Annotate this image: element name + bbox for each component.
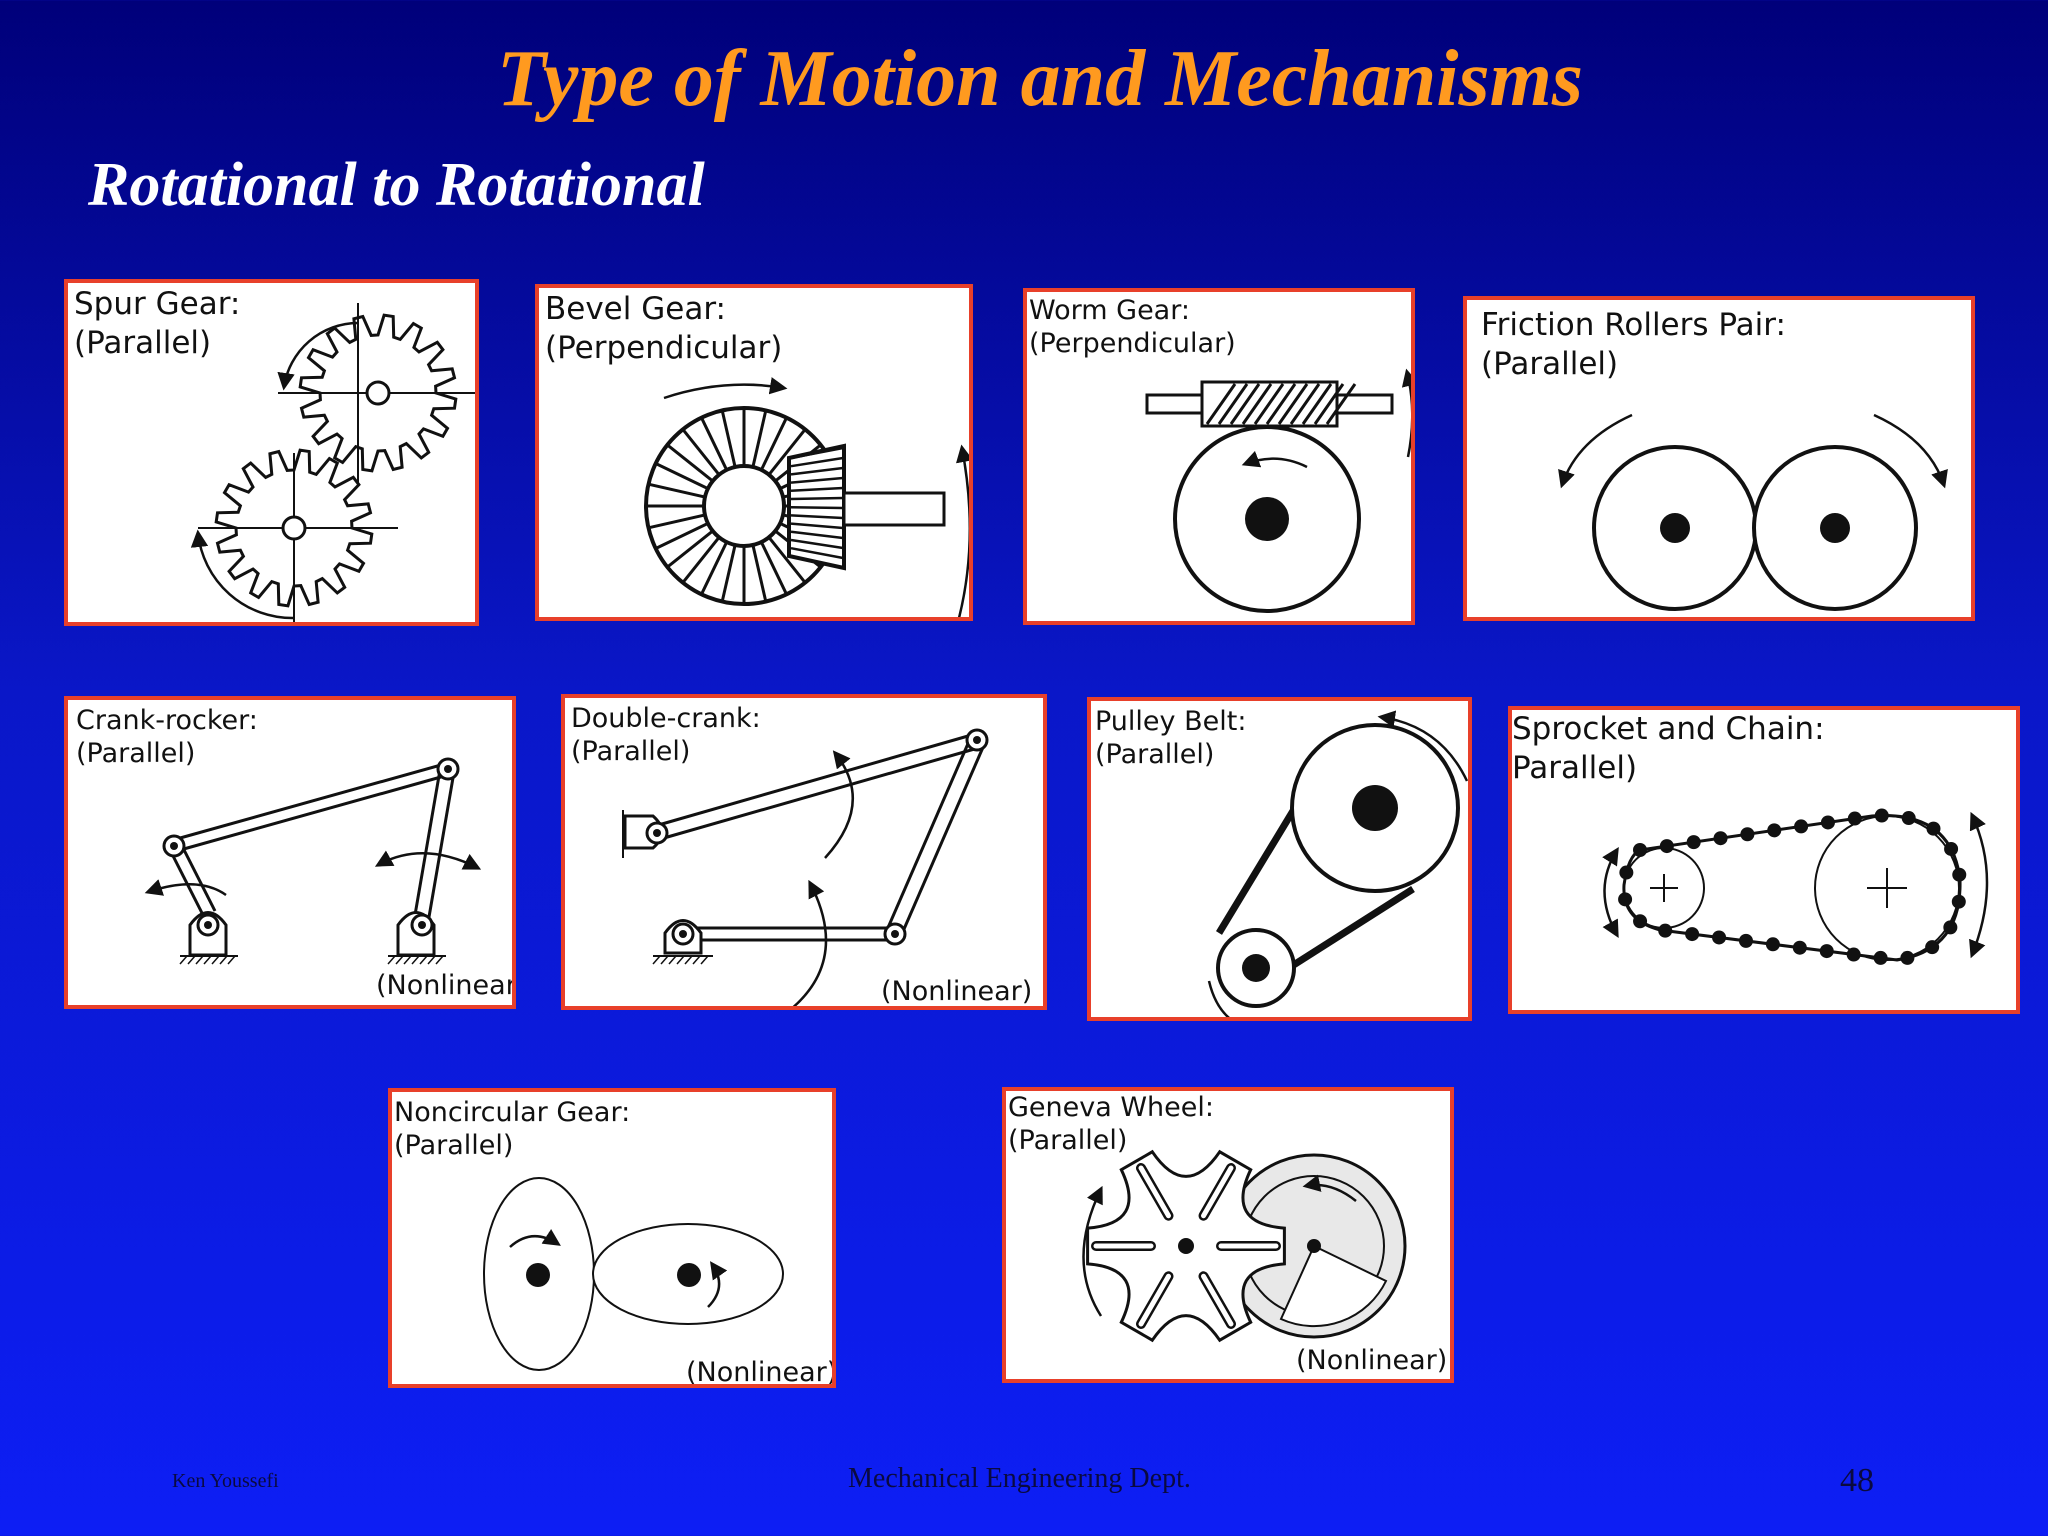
geneva-wheel-note: (Nonlinear) bbox=[1296, 1345, 1448, 1376]
crank-rocker-note: (Nonlinear bbox=[376, 970, 516, 1001]
crank-rocker-diagram bbox=[144, 757, 482, 965]
noncircular-gear-label: Noncircular Gear: (Parallel) bbox=[394, 1096, 630, 1162]
bevel-gear-panel: Bevel Gear: (Perpendicular) bbox=[535, 284, 973, 621]
double-crank-label: Double-crank: (Parallel) bbox=[571, 702, 761, 768]
pulley-belt-label: Pulley Belt: (Parallel) bbox=[1095, 705, 1246, 771]
noncircular-gear-type: (Parallel) bbox=[394, 1130, 514, 1161]
footer-department: Mechanical Engineering Dept. bbox=[848, 1463, 1191, 1494]
pulley-belt-name: Pulley Belt: bbox=[1095, 706, 1247, 737]
crank-rocker-name: Crank-rocker: bbox=[76, 705, 258, 736]
double-crank-type: (Parallel) bbox=[571, 736, 691, 767]
spur-gear-panel: Spur Gear: (Parallel) bbox=[64, 279, 479, 626]
spur-gear-name: Spur Gear: bbox=[74, 286, 241, 322]
bevel-gear-type: (Perpendicular) bbox=[545, 330, 783, 366]
double-crank-note: (Nonlinear) bbox=[881, 976, 1033, 1007]
crank-rocker-label: Crank-rocker: (Parallel) bbox=[76, 704, 258, 770]
sprocket-chain-type: Parallel) bbox=[1512, 750, 1638, 786]
friction-rollers-label: Friction Rollers Pair: (Parallel) bbox=[1481, 306, 1786, 384]
page-number: 48 bbox=[1840, 1462, 1874, 1499]
spur-gear-diagram bbox=[190, 303, 475, 622]
crank-rocker-type: (Parallel) bbox=[76, 738, 196, 769]
crank-rocker-panel: Crank-rocker: (Parallel) (Nonlinear bbox=[64, 696, 516, 1009]
slide-title: Type of Motion and Mechanisms bbox=[497, 35, 1583, 123]
worm-gear-name: Worm Gear: bbox=[1029, 295, 1190, 326]
pulley-belt-type: (Parallel) bbox=[1095, 739, 1215, 770]
noncircular-gear-name: Noncircular Gear: bbox=[394, 1097, 631, 1128]
worm-gear-diagram bbox=[1145, 368, 1411, 613]
friction-rollers-type: (Parallel) bbox=[1481, 346, 1619, 382]
worm-gear-label: Worm Gear: (Perpendicular) bbox=[1029, 294, 1236, 360]
noncircular-gear-diagram bbox=[483, 1177, 784, 1371]
geneva-wheel-panel: Geneva Wheel: (Parallel) (Nonlinear) bbox=[1002, 1087, 1454, 1383]
spur-gear-type: (Parallel) bbox=[74, 325, 212, 361]
pulley-belt-diagram bbox=[1207, 710, 1468, 1017]
bevel-gear-label: Bevel Gear: (Perpendicular) bbox=[545, 290, 782, 368]
noncircular-gear-panel: Noncircular Gear: (Parallel) (Nonlinear) bbox=[388, 1088, 836, 1388]
geneva-wheel-name: Geneva Wheel: bbox=[1008, 1092, 1214, 1123]
sprocket-chain-diagram bbox=[1602, 808, 1989, 965]
geneva-wheel-type: (Parallel) bbox=[1008, 1125, 1128, 1156]
double-crank-panel: Double-crank: (Parallel) (Nonlinear) bbox=[561, 694, 1047, 1010]
noncircular-gear-note: (Nonlinear) bbox=[686, 1357, 836, 1388]
worm-gear-panel: Worm Gear: (Perpendicular) bbox=[1023, 288, 1415, 625]
double-crank-name: Double-crank: bbox=[571, 703, 761, 734]
friction-rollers-panel: Friction Rollers Pair: (Parallel) bbox=[1463, 296, 1975, 621]
pulley-belt-panel: Pulley Belt: (Parallel) bbox=[1087, 697, 1472, 1021]
bevel-gear-diagram bbox=[644, 377, 969, 617]
sprocket-chain-panel: Sprocket and Chain: Parallel) bbox=[1508, 706, 2020, 1014]
geneva-wheel-diagram bbox=[1082, 1149, 1407, 1343]
spur-gear-label: Spur Gear: (Parallel) bbox=[74, 285, 240, 363]
bevel-gear-name: Bevel Gear: bbox=[545, 291, 726, 327]
sprocket-chain-label: Sprocket and Chain: Parallel) bbox=[1512, 710, 1825, 788]
worm-gear-type: (Perpendicular) bbox=[1029, 328, 1236, 359]
friction-rollers-name: Friction Rollers Pair: bbox=[1481, 307, 1786, 343]
friction-rollers-diagram bbox=[1558, 413, 1948, 611]
slide-subtitle: Rotational to Rotational bbox=[88, 151, 705, 219]
sprocket-chain-name: Sprocket and Chain: bbox=[1512, 711, 1825, 747]
double-crank-diagram bbox=[622, 728, 989, 1006]
geneva-wheel-label: Geneva Wheel: (Parallel) bbox=[1008, 1091, 1214, 1157]
footer-author: Ken Youssefi bbox=[172, 1470, 279, 1492]
